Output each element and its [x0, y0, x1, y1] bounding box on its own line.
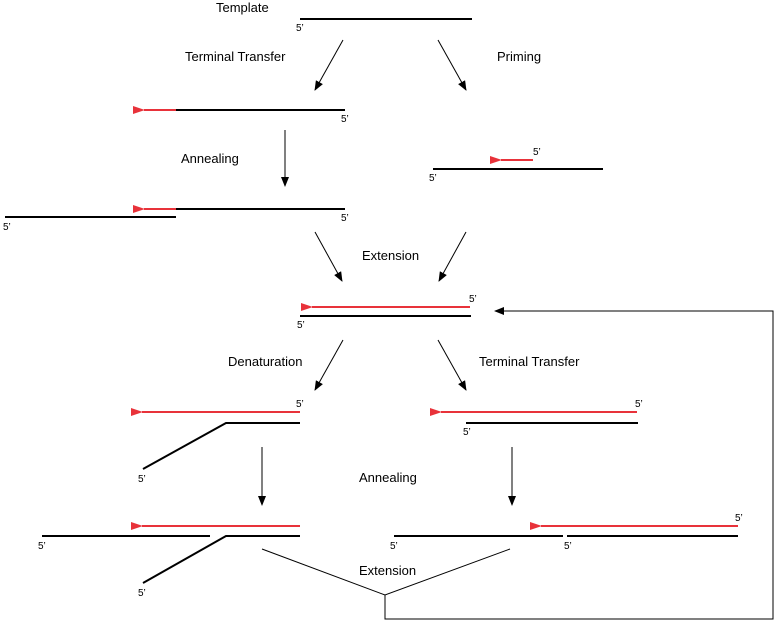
label-priming: Priming	[497, 49, 541, 64]
label-annealing-2: Annealing	[359, 470, 417, 485]
five-prime-mark: 5’	[296, 399, 304, 410]
cycle-return-arrow	[384, 307, 774, 620]
arrow-to-terminal-transfer	[314, 39, 344, 91]
arrow-to-denaturation	[314, 339, 344, 391]
arrow-to-extension	[438, 231, 467, 282]
label-terminal-transfer-1: Terminal Transfer	[185, 49, 286, 64]
five-prime-mark: 5’	[297, 320, 305, 331]
five-prime-mark: 5’	[390, 541, 398, 552]
denatured-template	[142, 422, 300, 470]
label-terminal-transfer-2: Terminal Transfer	[479, 354, 580, 369]
label-template: Template	[216, 0, 269, 15]
five-prime-mark: 5’	[341, 213, 349, 224]
five-prime-mark: 5’	[429, 173, 437, 184]
label-extension-2: Extension	[359, 563, 416, 578]
five-prime-mark: 5’	[533, 147, 541, 158]
five-prime-mark: 5’	[3, 222, 11, 233]
label-extension-1: Extension	[362, 248, 419, 263]
five-prime-mark: 5’	[635, 399, 643, 410]
label-annealing-1: Annealing	[181, 151, 239, 166]
five-prime-mark: 5’	[296, 23, 304, 34]
arrow-to-extension	[314, 231, 343, 282]
denatured-template	[142, 535, 300, 584]
five-prime-mark: 5’	[38, 541, 46, 552]
five-prime-mark: 5’	[138, 588, 146, 599]
five-prime-mark: 5’	[138, 474, 146, 485]
arrow-to-priming	[437, 39, 467, 91]
five-prime-mark: 5’	[564, 541, 572, 552]
five-prime-mark: 5’	[463, 427, 471, 438]
five-prime-mark: 5’	[469, 294, 477, 305]
arrow-to-terminal-transfer	[437, 339, 467, 391]
label-denaturation: Denaturation	[228, 354, 302, 369]
five-prime-mark: 5’	[735, 513, 743, 524]
five-prime-mark: 5’	[341, 114, 349, 125]
